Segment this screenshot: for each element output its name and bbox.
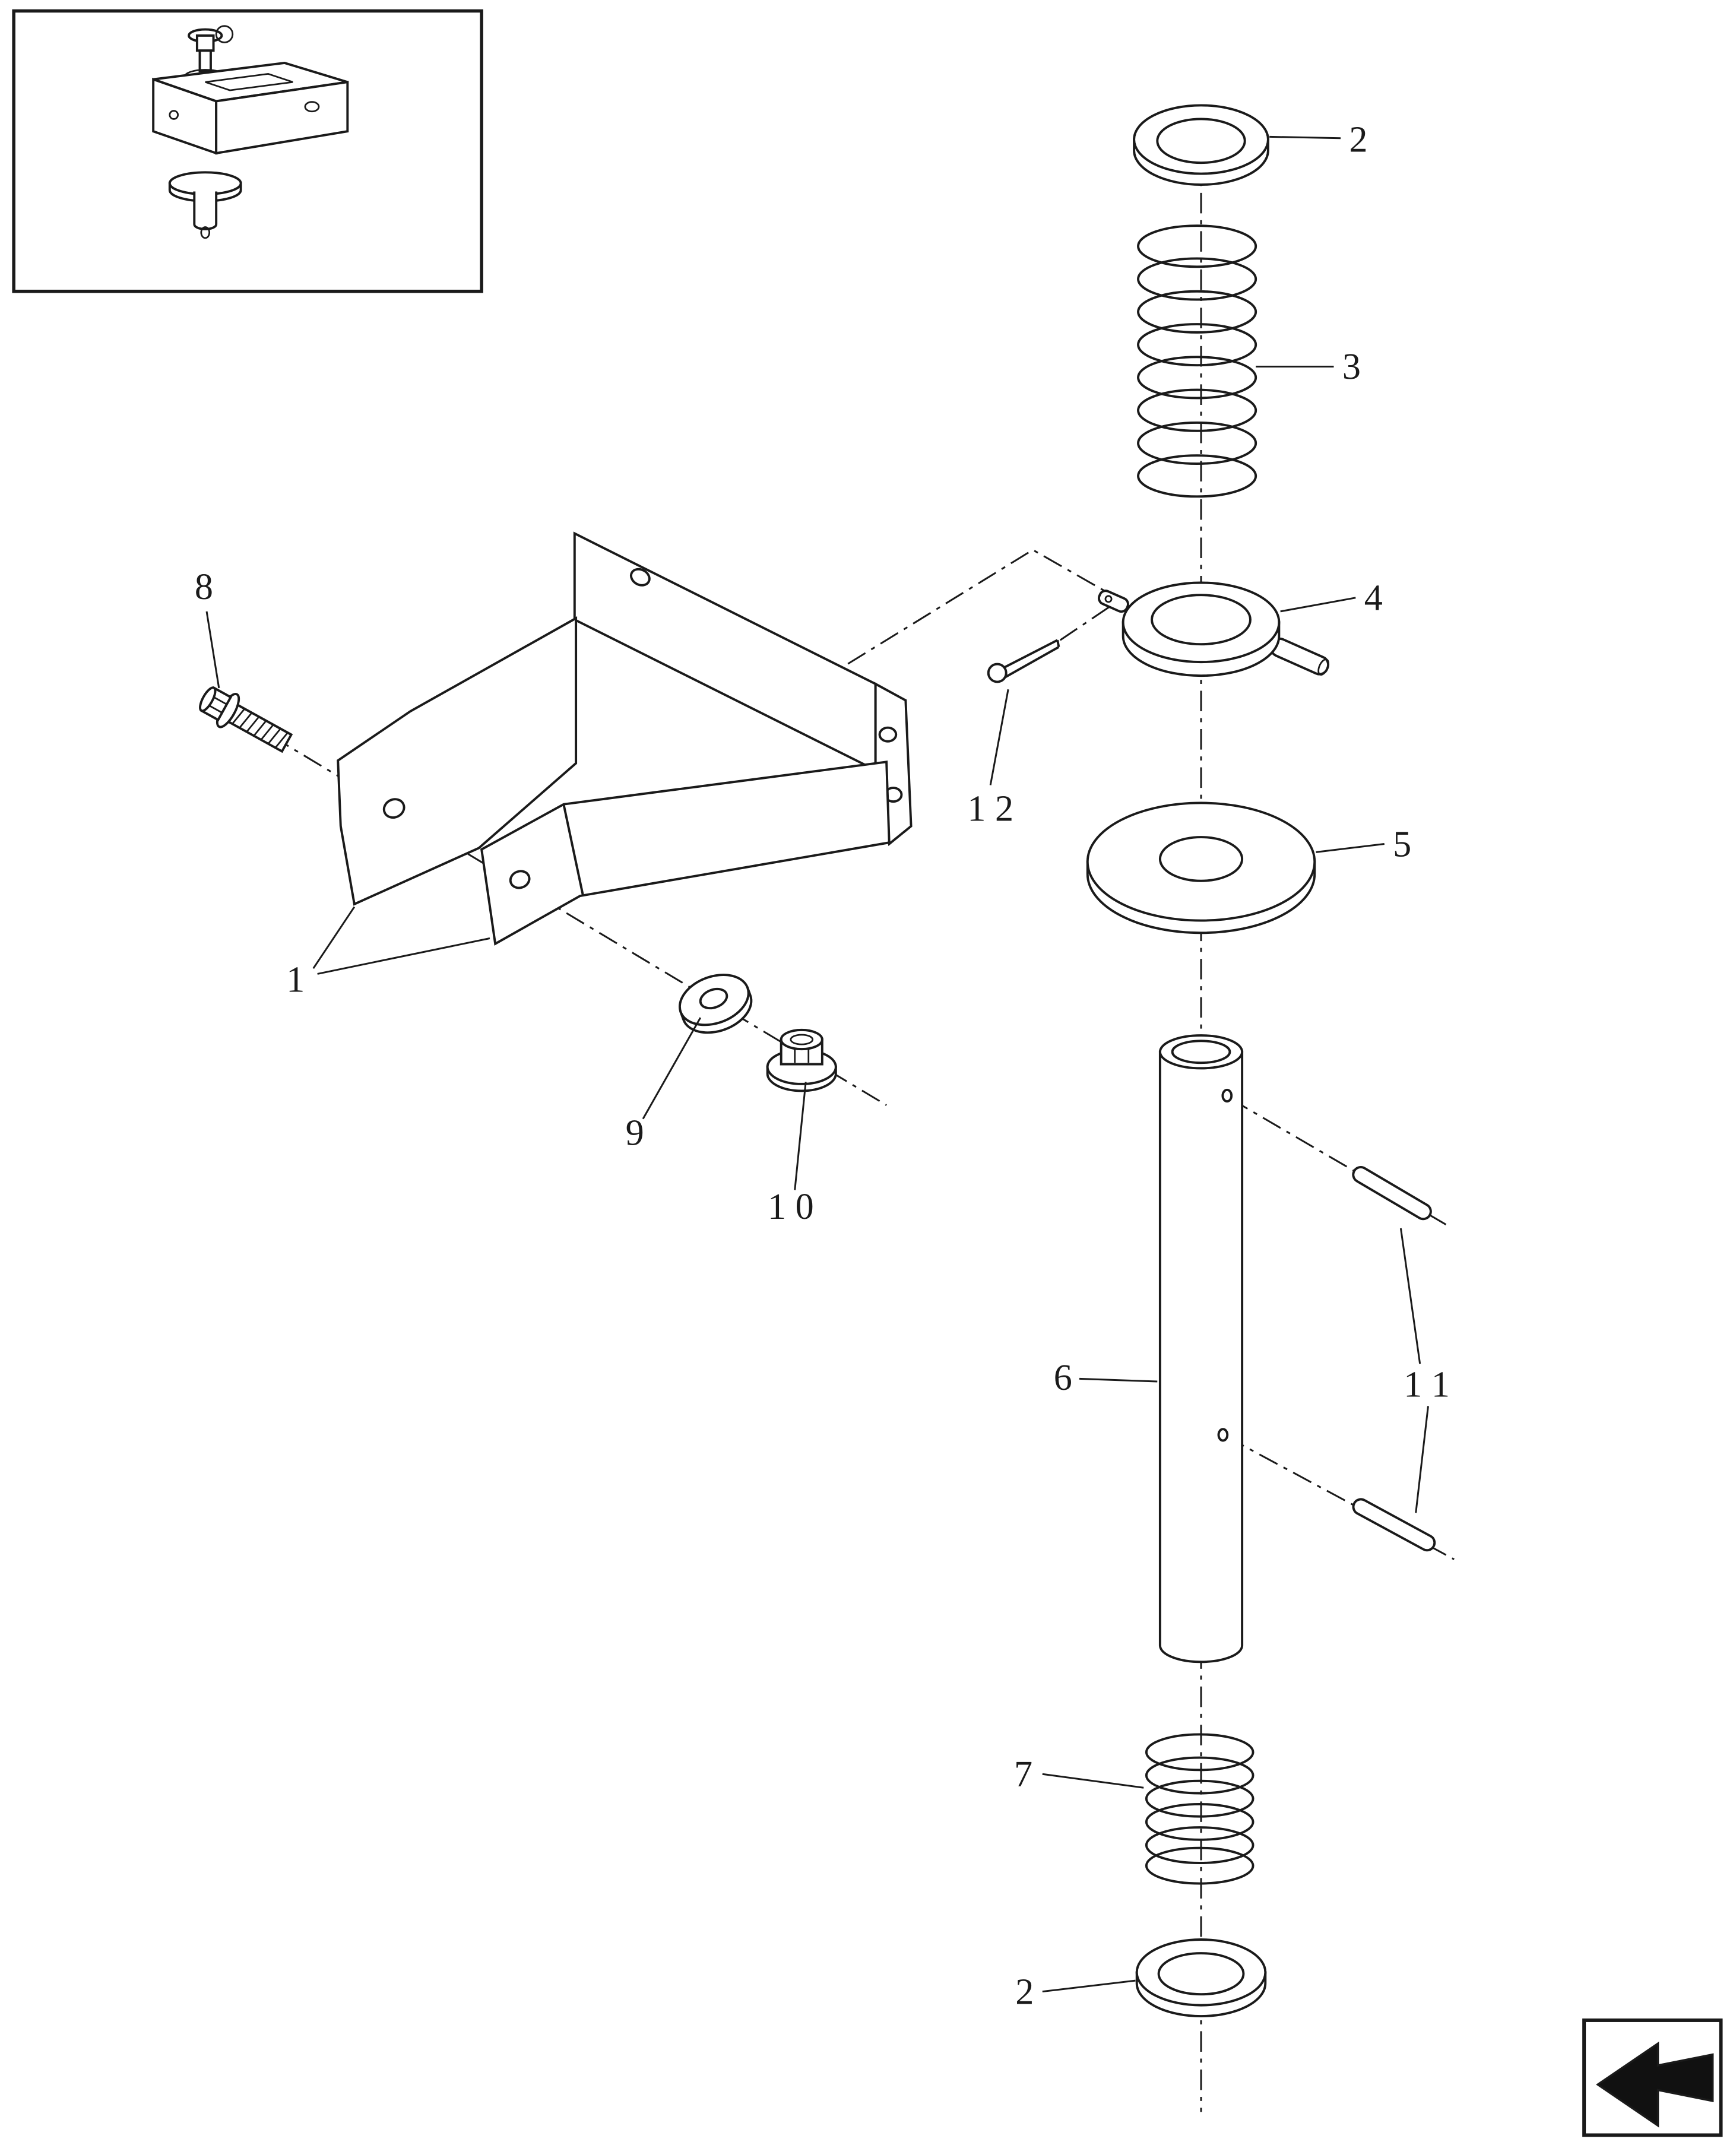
part-4-latch-collar [1097, 581, 1330, 677]
callouts: 2 3 4 1 2 5 6 1 1 7 2 8 1 9 1 0 [195, 120, 1450, 2013]
leader-line [1269, 135, 1341, 140]
leader-line [205, 611, 220, 689]
leader-line [1042, 1773, 1144, 1789]
part-2-washer-top [1133, 104, 1269, 186]
leader-line [1079, 1377, 1158, 1383]
callout-spring-small: 7 [1014, 1754, 1032, 1795]
assembled-view-inset [12, 9, 483, 293]
callout-spring-large: 3 [1342, 347, 1361, 387]
callout-flat-washer: 5 [1393, 824, 1411, 864]
callout-washer-small: 9 [626, 1113, 644, 1153]
leader-line [642, 1017, 702, 1120]
lower-roll-pin-axis [1225, 1435, 1455, 1560]
part-11-roll-pin-lower [1352, 1498, 1436, 1552]
cotter-pin-axis [1059, 605, 1111, 641]
leader-line [794, 1082, 807, 1190]
part-1-support-bracket [337, 531, 913, 946]
callout-bracket: 1 [286, 959, 305, 1000]
leader-line [1280, 597, 1356, 613]
callout-pin-tube: 6 [1054, 1358, 1072, 1398]
part-12-cotter-pin [987, 639, 1060, 683]
leader-line [989, 689, 1009, 785]
part-2-washer-bottom [1135, 1938, 1267, 2017]
callout-washer-bottom: 2 [1015, 1972, 1034, 2012]
leader-line [317, 937, 490, 975]
page-turn-nav[interactable] [1582, 2018, 1723, 2137]
callout-cotter-pin: 1 2 [967, 788, 1013, 829]
part-9-washer [678, 974, 753, 1034]
part-5-flat-washer [1086, 801, 1316, 934]
callout-roll-pins: 1 1 [1404, 1364, 1450, 1405]
part-10-flange-nut [766, 1028, 837, 1092]
leader-line [312, 906, 356, 969]
leader-line [1399, 1228, 1421, 1364]
part-7-compression-spring-small [1145, 1733, 1255, 1885]
leader-line [1316, 843, 1385, 853]
bracket-to-collar-axis [815, 549, 1120, 685]
leader-line [1415, 1406, 1429, 1513]
callout-collar: 4 [1364, 578, 1383, 619]
axis-lines [204, 116, 1455, 2112]
callout-bolt: 8 [195, 567, 213, 607]
callout-flange-nut: 1 0 [768, 1187, 814, 1227]
part-8-flange-bolt [199, 686, 293, 753]
assembled-latch-drawing [152, 25, 349, 239]
leader-line [1042, 1979, 1136, 1993]
page-turn-arrow-icon[interactable] [1596, 2041, 1714, 2128]
callout-washer-top: 2 [1349, 120, 1367, 160]
part-3-compression-spring [1137, 224, 1257, 498]
upper-roll-pin-axis [1229, 1097, 1451, 1228]
part-11-roll-pin-upper [1352, 1165, 1432, 1221]
part-6-latch-pin-tube [1158, 1034, 1244, 1663]
